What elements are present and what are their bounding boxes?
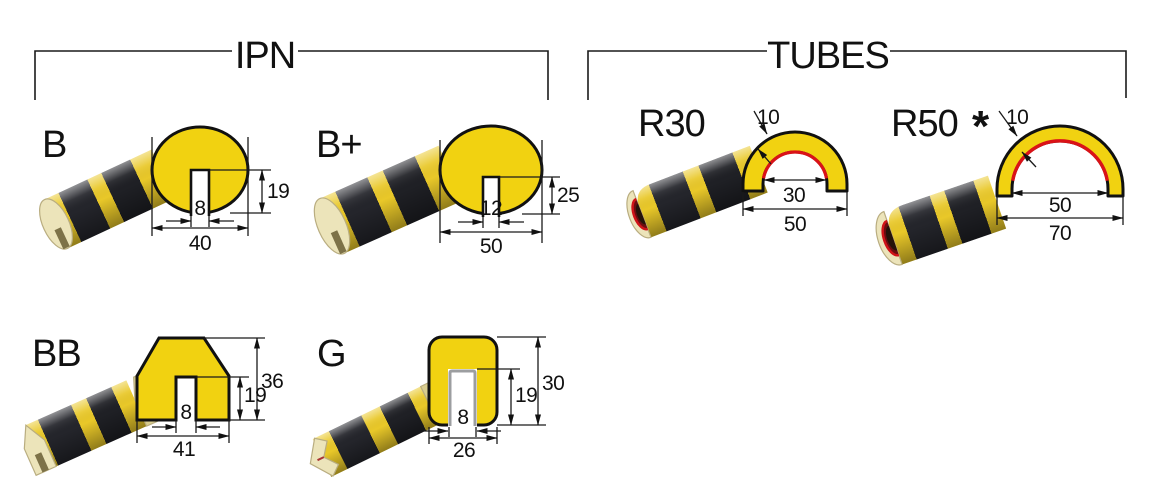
group-label-ipn: IPN — [235, 35, 295, 77]
group-bracket-ipn: IPN — [34, 35, 549, 100]
profile-g-cross-section — [427, 335, 499, 427]
g-width-dim: 26 — [453, 439, 475, 462]
bplus-slot-dim: 12 — [480, 197, 502, 220]
r30-outer-dim: 50 — [784, 213, 806, 236]
g-height-dim: 30 — [542, 372, 564, 395]
profile-r30-panel: R30 10 30 50 — [626, 103, 849, 239]
profile-g-dimensions: 19 30 8 26 — [424, 336, 565, 462]
group-label-tubes: TUBES — [767, 35, 889, 77]
profile-bplus-photo — [313, 145, 463, 255]
profile-r30-photo — [626, 145, 768, 239]
r50-outer-dim: 70 — [1049, 222, 1071, 245]
profile-bb-label: BB — [32, 333, 81, 375]
profile-r30-label: R30 — [638, 103, 705, 145]
profile-bplus-dimensions: 50 25 12 — [439, 140, 580, 258]
g-depth-dim: 19 — [515, 384, 537, 407]
profile-r50-dimensions: 10 50 70 — [996, 106, 1124, 245]
profile-r50-asterisk: * — [972, 102, 990, 151]
profile-b-photo — [38, 149, 175, 250]
profile-b-panel: B 40 19 8 — [38, 124, 290, 255]
group-bracket-tubes: TUBES — [587, 35, 1127, 100]
g-slot-dim: 8 — [457, 406, 468, 429]
profile-bb-dimensions: 36 19 8 41 — [136, 337, 284, 461]
profile-r50-photo — [875, 175, 1007, 266]
profile-b-dimensions: 40 19 8 — [151, 137, 290, 255]
b-depth-dim: 19 — [267, 180, 289, 203]
profile-bplus-label: B+ — [316, 124, 362, 166]
profile-bplus-panel: B+ 50 25 12 — [313, 124, 580, 258]
bb-depth-dim: 19 — [244, 384, 266, 407]
profile-r50-label: R50 — [891, 103, 958, 145]
profile-bb-photo — [23, 369, 175, 477]
profile-r30-cross-section — [741, 130, 849, 193]
bplus-depth-dim: 25 — [557, 184, 579, 207]
r30-inner-dim: 30 — [783, 184, 805, 207]
r30-wall-dim: 10 — [757, 106, 779, 129]
bb-slot-dim: 8 — [180, 401, 191, 424]
profile-bb-cross-section — [135, 336, 231, 422]
profile-b-label: B — [42, 124, 66, 166]
r50-inner-dim: 50 — [1049, 194, 1071, 217]
b-slot-dim: 8 — [194, 197, 205, 220]
profile-g-label: G — [317, 333, 346, 375]
b-width-dim: 40 — [189, 232, 211, 255]
profile-r30-dimensions: 10 30 50 — [742, 106, 848, 236]
profile-r50-panel: R50 * 10 50 70 — [875, 102, 1125, 266]
bplus-width-dim: 50 — [480, 235, 502, 258]
profile-g-panel: G 19 30 8 26 — [309, 333, 565, 477]
profile-r50-cross-section — [995, 124, 1125, 198]
profile-b-cross-section — [150, 125, 250, 216]
profile-bb-panel: BB 36 19 8 41 — [23, 333, 284, 477]
r50-wall-dim: 10 — [1006, 106, 1028, 129]
bb-height-dim: 36 — [261, 370, 283, 393]
bb-width-dim: 41 — [173, 438, 195, 461]
